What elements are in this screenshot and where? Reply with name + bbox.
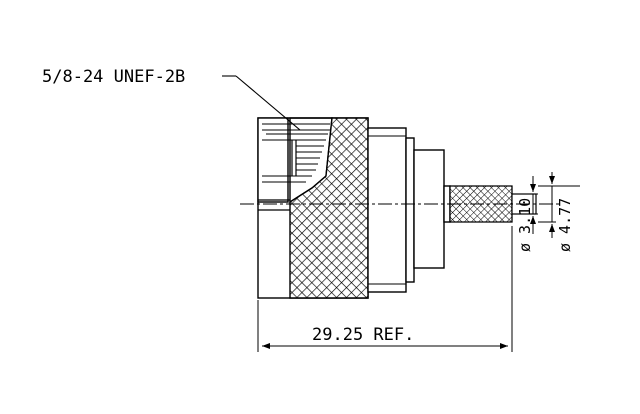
inner-diameter-label: ø 3.10	[516, 198, 534, 252]
thread-callout: 5/8-24 UNEF-2B	[42, 67, 301, 131]
outer-diameter-label: ø 4.77	[556, 198, 574, 252]
thread-section	[257, 117, 289, 203]
length-dimension-label: 29.25 REF.	[312, 325, 414, 345]
collar-2	[405, 137, 415, 283]
callout-leader-diagonal	[235, 75, 301, 131]
connector-body	[257, 117, 537, 299]
ferrule-base	[413, 149, 445, 269]
length-dimension: 29.25 REF.	[257, 226, 513, 352]
thread-callout-label: 5/8-24 UNEF-2B	[42, 67, 185, 87]
collar-1	[367, 127, 407, 293]
diameter-dimensions	[514, 172, 580, 238]
thread-lines	[262, 123, 330, 183]
